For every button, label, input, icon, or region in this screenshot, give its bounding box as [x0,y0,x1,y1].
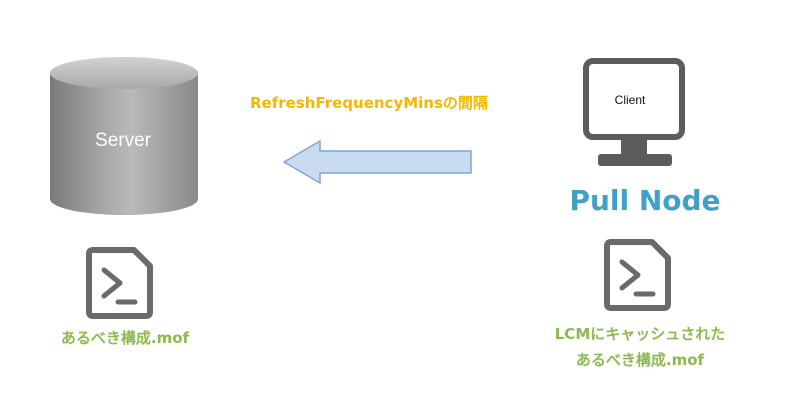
powershell-file-icon [86,247,153,319]
pull-node-title: Pull Node [569,184,721,217]
desired-config-mof-label: あるべき構成.mof [60,329,190,347]
server-cylinder-icon [50,57,198,215]
monitor-icon [583,58,685,166]
server-label: Server [95,130,151,151]
cached-mof-label: あるべき構成.mof [575,351,705,369]
left-arrow-icon [283,140,472,184]
client-label: Client [614,93,646,107]
refresh-interval-label: RefreshFrequencyMinsの間隔 [250,94,488,112]
lcm-cached-label: LCMにキャッシュされた [554,325,726,343]
powershell-file-icon [604,239,671,311]
